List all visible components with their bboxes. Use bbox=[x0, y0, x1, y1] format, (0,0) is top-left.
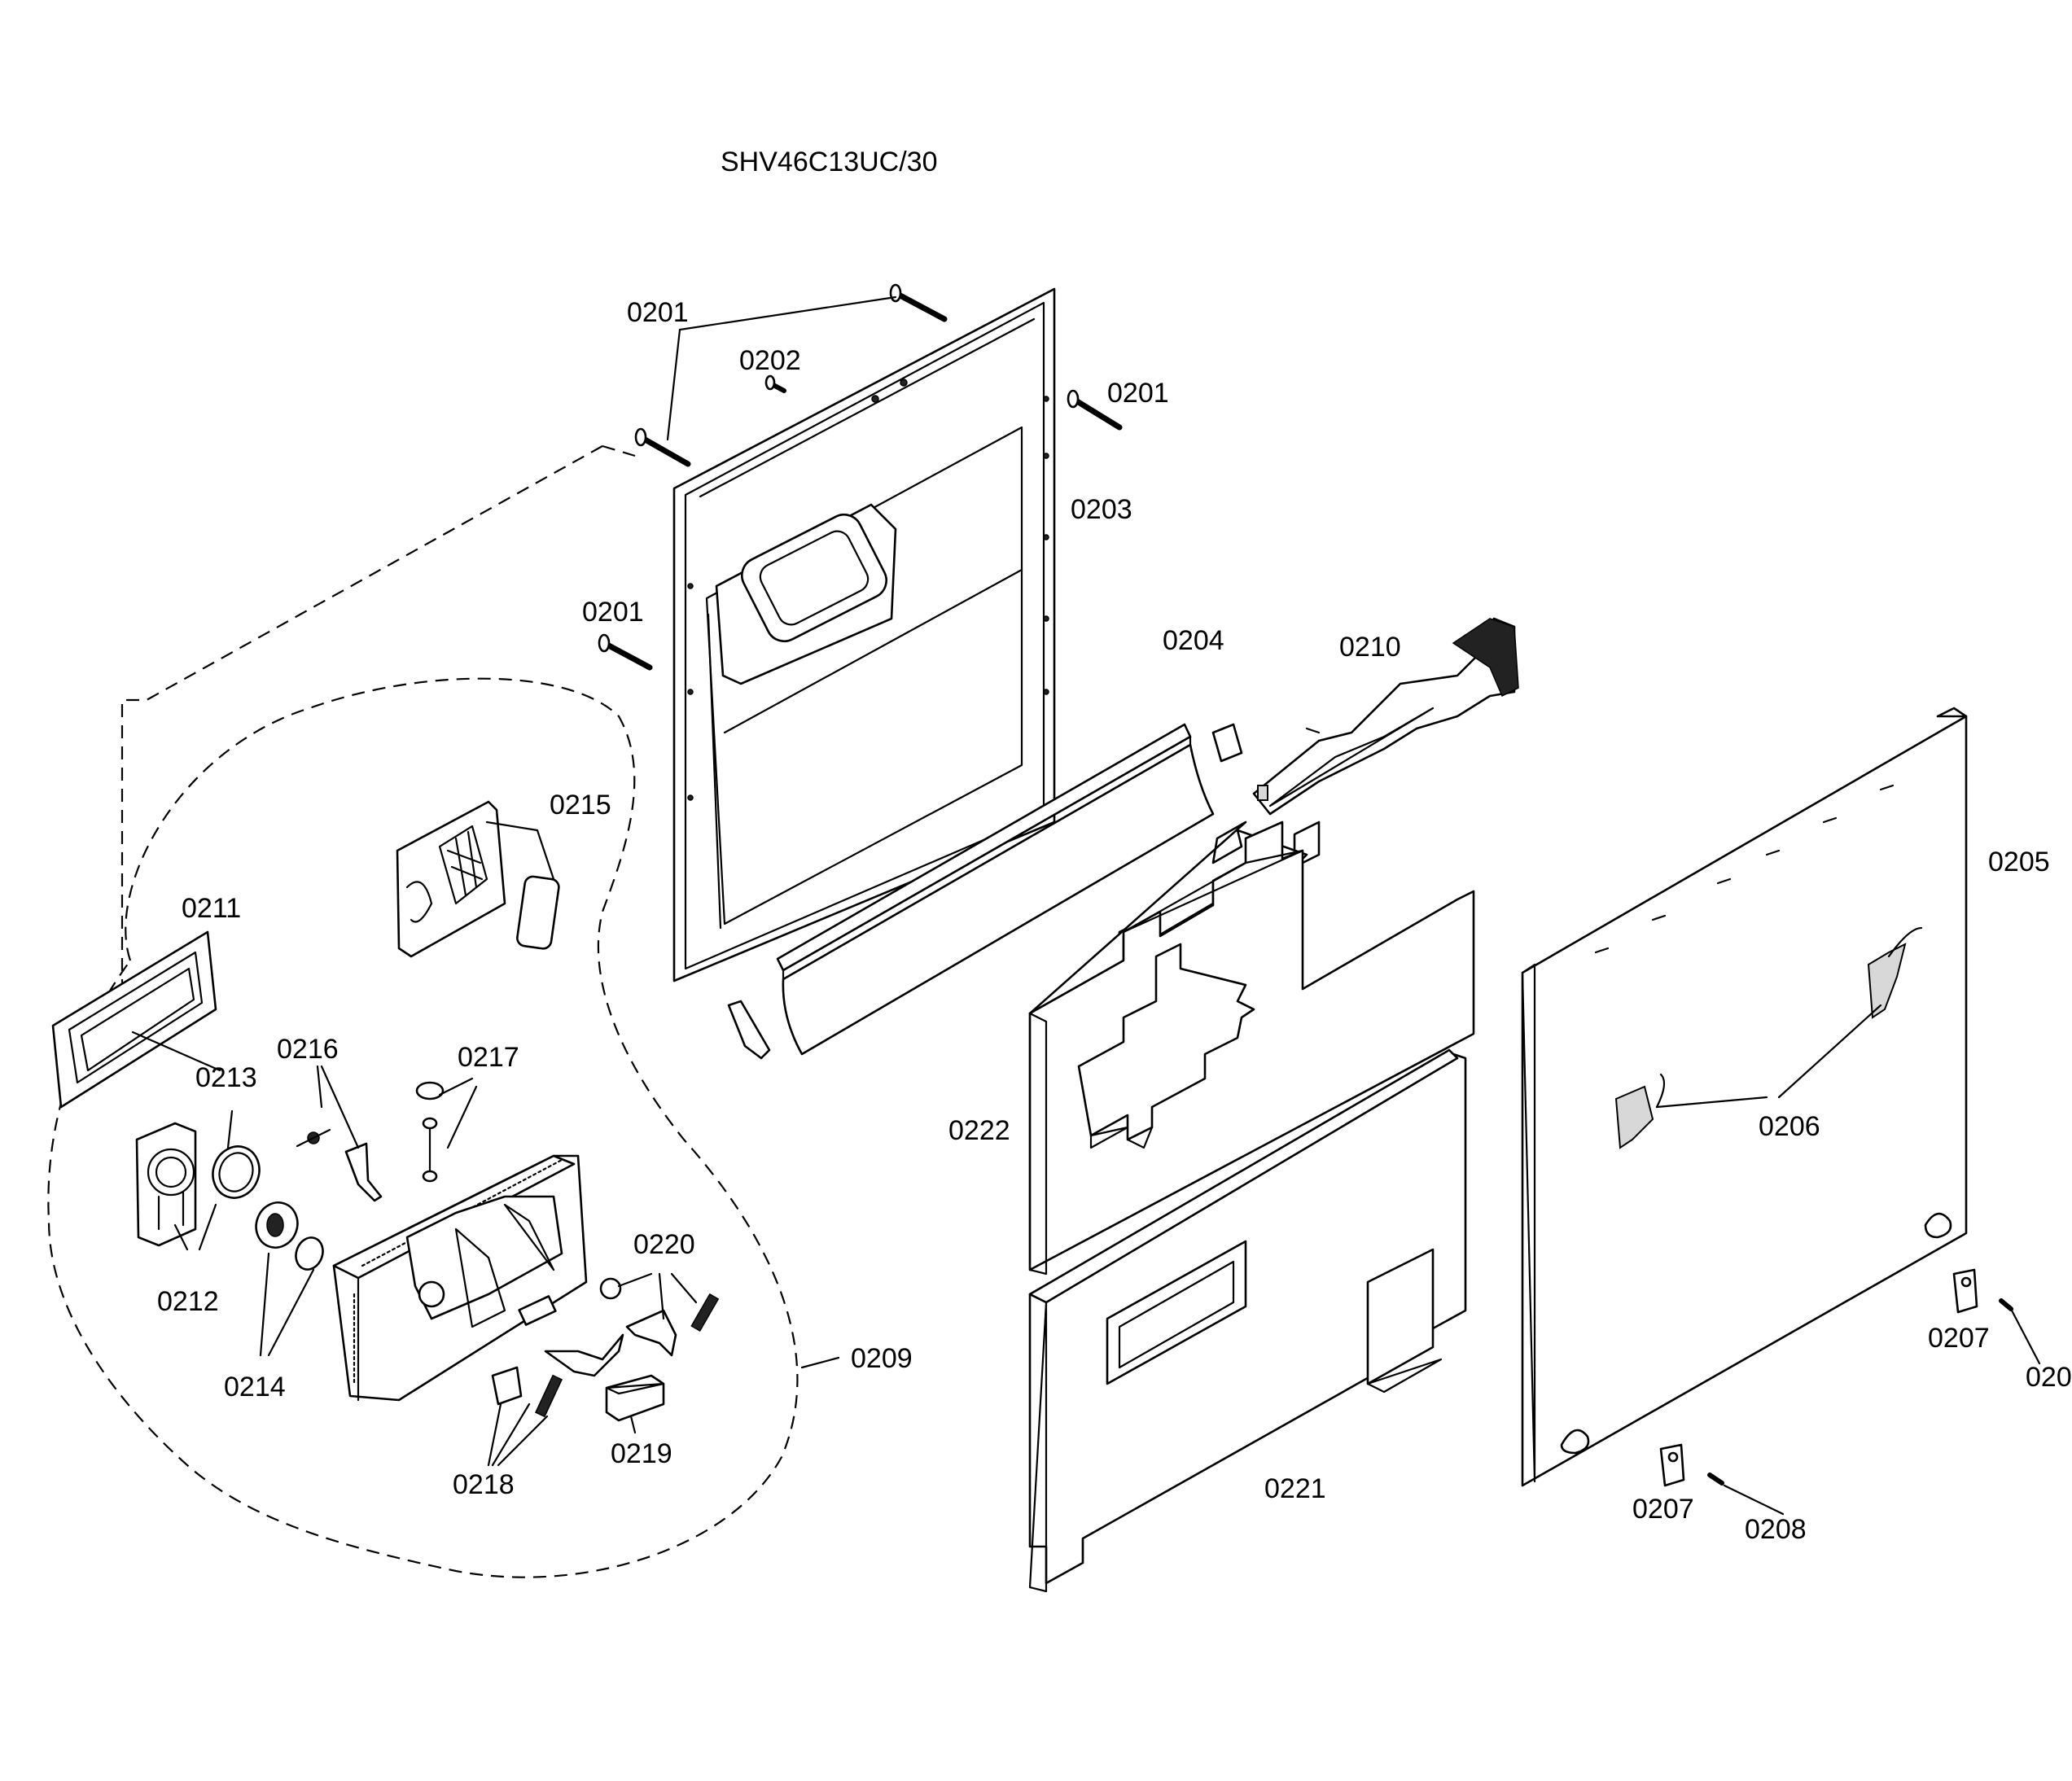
spring-0216 bbox=[296, 1128, 383, 1202]
label-0210: 0210 bbox=[1339, 632, 1401, 663]
leaders-0214 bbox=[259, 1252, 315, 1357]
leaders-0212-0213 bbox=[173, 1109, 234, 1251]
leaders-0206 bbox=[1655, 1004, 1882, 1109]
label-0220: 0220 bbox=[633, 1229, 695, 1260]
insulation-panel-upper bbox=[1028, 820, 1475, 1276]
label-0217: 0217 bbox=[458, 1042, 519, 1073]
cap-0214 bbox=[255, 1201, 324, 1271]
leaders-top bbox=[666, 295, 897, 441]
leaders-0216 bbox=[316, 1065, 360, 1149]
label-0201: 0201 bbox=[627, 297, 689, 328]
dispenser-cover bbox=[135, 1122, 197, 1247]
label-0222: 0222 bbox=[948, 1115, 1010, 1146]
label-0219: 0219 bbox=[611, 1438, 672, 1469]
leader-0213-a bbox=[131, 1031, 221, 1072]
bottom-rail bbox=[727, 723, 1243, 1060]
label-0213: 0213 bbox=[195, 1062, 257, 1093]
model-title: SHV46C13UC/30 bbox=[721, 147, 937, 177]
bracket-0207-bottom bbox=[1659, 1443, 1685, 1487]
outer-door-panel bbox=[1521, 707, 1968, 1487]
screw-0201-right bbox=[1067, 389, 1123, 431]
screw-0201-left bbox=[634, 427, 691, 467]
inner-door-panel bbox=[672, 287, 1056, 982]
screw-0208-right bbox=[1999, 1298, 2041, 1365]
lever-0218 bbox=[491, 1333, 624, 1418]
display-frame bbox=[51, 930, 217, 1109]
plunger-0217 bbox=[415, 1081, 445, 1183]
label-0202: 0202 bbox=[739, 345, 801, 376]
label-0207: 0207 bbox=[1928, 1323, 1990, 1354]
label-0215: 0215 bbox=[550, 790, 611, 820]
bracket-0207-right bbox=[1952, 1268, 1978, 1314]
label-0203: 0203 bbox=[1071, 494, 1132, 525]
label-0212: 0212 bbox=[157, 1286, 219, 1317]
dispenser-housing bbox=[332, 1154, 588, 1402]
leaders-0220 bbox=[617, 1272, 698, 1320]
label-0216: 0216 bbox=[277, 1034, 339, 1065]
screw-0208-bottom bbox=[1707, 1472, 1785, 1516]
label-0214: 0214 bbox=[224, 1372, 286, 1402]
label-0218: 0218 bbox=[453, 1469, 515, 1500]
detail-group-outline bbox=[47, 444, 840, 1578]
switch-0219 bbox=[605, 1374, 665, 1434]
leaders-0217 bbox=[438, 1077, 478, 1149]
label-0221: 0221 bbox=[1264, 1473, 1326, 1504]
label-0208: 0208 bbox=[1745, 1514, 1807, 1545]
label-0205: 0205 bbox=[1988, 847, 2050, 877]
label-0201: 0201 bbox=[582, 597, 644, 628]
screw-0202 bbox=[764, 374, 786, 393]
leaders-0215 bbox=[485, 820, 555, 881]
label-0201: 0201 bbox=[1107, 378, 1169, 409]
label-0211: 0211 bbox=[182, 893, 241, 924]
screw-0201-lower bbox=[598, 633, 653, 671]
door-hinge bbox=[1252, 617, 1519, 816]
seal-ring-0213 bbox=[212, 1145, 261, 1199]
light-module bbox=[396, 800, 560, 958]
insulation-panel-lower bbox=[1028, 1048, 1467, 1593]
screw-0201-top bbox=[889, 283, 948, 322]
label-0209: 0209 bbox=[851, 1343, 913, 1374]
label-0206: 0206 bbox=[1759, 1111, 1820, 1142]
label-0208: 0208 bbox=[2026, 1362, 2072, 1393]
label-0204: 0204 bbox=[1163, 625, 1224, 656]
leaders-0218 bbox=[487, 1402, 549, 1467]
label-0207: 0207 bbox=[1632, 1494, 1694, 1525]
